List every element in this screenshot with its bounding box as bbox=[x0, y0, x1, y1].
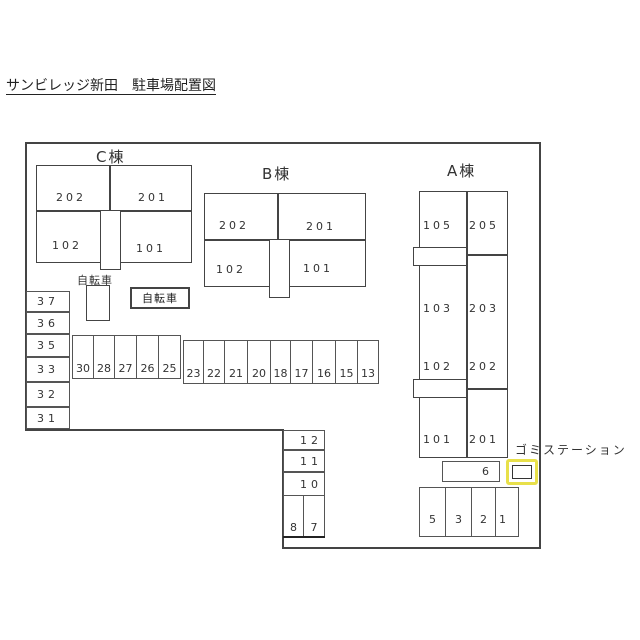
building-c-name: C棟 bbox=[96, 148, 126, 166]
unit-c-201: 201 bbox=[138, 191, 168, 204]
building-c-stair bbox=[100, 210, 121, 270]
parking-space-35: 35 bbox=[26, 334, 70, 357]
bicycle-area-small bbox=[86, 285, 110, 321]
parking-space-5: 5 bbox=[419, 487, 446, 537]
parking-space-1: 1 bbox=[495, 487, 519, 537]
bicycle-label-small: 自転車 bbox=[77, 274, 113, 287]
unit-c-102: 102 bbox=[52, 239, 82, 252]
parking-space-23: 23 bbox=[183, 340, 204, 384]
unit-c-101: 101 bbox=[136, 242, 166, 255]
parking-space-31: 31 bbox=[26, 407, 70, 429]
parking-space-26: 26 bbox=[136, 335, 159, 379]
parking-space-21: 21 bbox=[224, 340, 248, 384]
unit-a-205: 205 bbox=[469, 219, 499, 232]
bicycle-area-box: 自転車 bbox=[130, 287, 190, 309]
parking-space-25: 25 bbox=[158, 335, 181, 379]
parking-space-27: 27 bbox=[114, 335, 137, 379]
garbage-station-box bbox=[512, 465, 532, 479]
parking-space-7: 7 bbox=[303, 495, 325, 538]
parking-space-3: 3 bbox=[445, 487, 472, 537]
garbage-station-label: ゴミステーション bbox=[515, 443, 627, 457]
parking-space-20: 20 bbox=[247, 340, 271, 384]
garbage-station bbox=[506, 459, 538, 485]
unit-b-101: 101 bbox=[303, 262, 333, 275]
unit-b-201: 201 bbox=[306, 220, 336, 233]
parking-space-6: 6 bbox=[442, 461, 500, 482]
building-a-stair-upper bbox=[413, 247, 467, 266]
parking-space-2: 2 bbox=[471, 487, 496, 537]
parking-space-15: 15 bbox=[335, 340, 358, 384]
unit-a-102: 102 bbox=[423, 360, 453, 373]
unit-a-105: 105 bbox=[423, 219, 453, 232]
page-title: サンビレッジ新田 駐車場配置図 bbox=[6, 78, 216, 95]
parking-space-13: 13 bbox=[357, 340, 379, 384]
parking-space-22: 22 bbox=[203, 340, 225, 384]
building-a-stair-lower bbox=[413, 379, 467, 398]
unit-a-203: 203 bbox=[469, 302, 499, 315]
parking-space-28: 28 bbox=[93, 335, 115, 379]
building-a-outline bbox=[419, 191, 508, 458]
parking-space-17: 17 bbox=[290, 340, 313, 384]
parking-space-33: 33 bbox=[26, 357, 70, 382]
parking-space-37: 37 bbox=[26, 291, 70, 312]
parking-space-11: 11 bbox=[283, 450, 325, 472]
parking-space-16: 16 bbox=[312, 340, 336, 384]
unit-b-202: 202 bbox=[219, 219, 249, 232]
unit-a-201: 201 bbox=[469, 433, 499, 446]
parking-space-12: 12 bbox=[283, 430, 325, 450]
unit-c-202: 202 bbox=[56, 191, 86, 204]
unit-a-101: 101 bbox=[423, 433, 453, 446]
building-b-stair bbox=[269, 239, 290, 298]
parking-space-30: 30 bbox=[72, 335, 94, 379]
building-a-name: A棟 bbox=[447, 162, 477, 180]
unit-a-202: 202 bbox=[469, 360, 499, 373]
parking-space-8: 8 bbox=[283, 495, 304, 538]
parking-space-18: 18 bbox=[270, 340, 291, 384]
building-b-name: B棟 bbox=[262, 165, 292, 183]
unit-b-102: 102 bbox=[216, 263, 246, 276]
parking-space-10: 10 bbox=[283, 472, 325, 496]
unit-a-103: 103 bbox=[423, 302, 453, 315]
parking-space-36: 36 bbox=[26, 312, 70, 334]
parking-space-32: 32 bbox=[26, 382, 70, 407]
